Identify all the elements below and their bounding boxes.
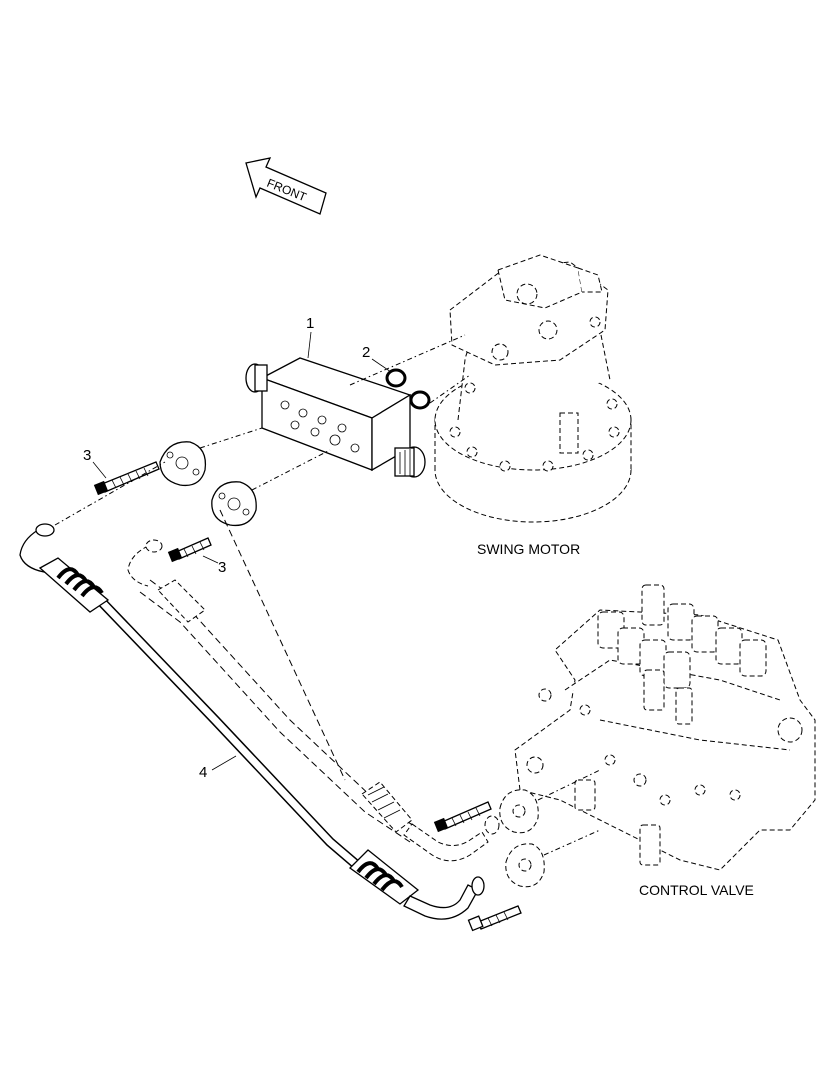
flange-cv-lower [505, 829, 601, 888]
o-rings-part2: 2 [349, 334, 471, 410]
swing-motor: SWING MOTOR [434, 254, 632, 557]
hose-part4: 4 [19, 461, 485, 920]
front-arrow: FRONT [245, 157, 327, 215]
flange-cv-upper [484, 769, 601, 835]
bolt-lower: 3 [167, 537, 226, 576]
control-valve-label: CONTROL VALVE [639, 882, 754, 898]
callout-1: 1 [306, 315, 314, 332]
valve-block-part1: 1 [245, 315, 426, 478]
bolt-upper: 3 [83, 447, 160, 496]
control-valve: CONTROL VALVE [514, 584, 816, 898]
bolt-cv-lower [467, 905, 522, 932]
callout-3-lower: 3 [218, 559, 226, 576]
bolt-cv-upper [433, 801, 492, 833]
callout-4: 4 [199, 764, 207, 781]
swing-motor-label: SWING MOTOR [477, 541, 580, 557]
callout-2: 2 [362, 344, 370, 361]
flange-lower [211, 449, 331, 527]
hose-ghost [127, 509, 489, 862]
flange-upper [159, 427, 263, 487]
callout-3-upper: 3 [83, 447, 91, 464]
hose-crimp-upper [38, 557, 110, 613]
hose-crimp-lower [348, 849, 420, 905]
